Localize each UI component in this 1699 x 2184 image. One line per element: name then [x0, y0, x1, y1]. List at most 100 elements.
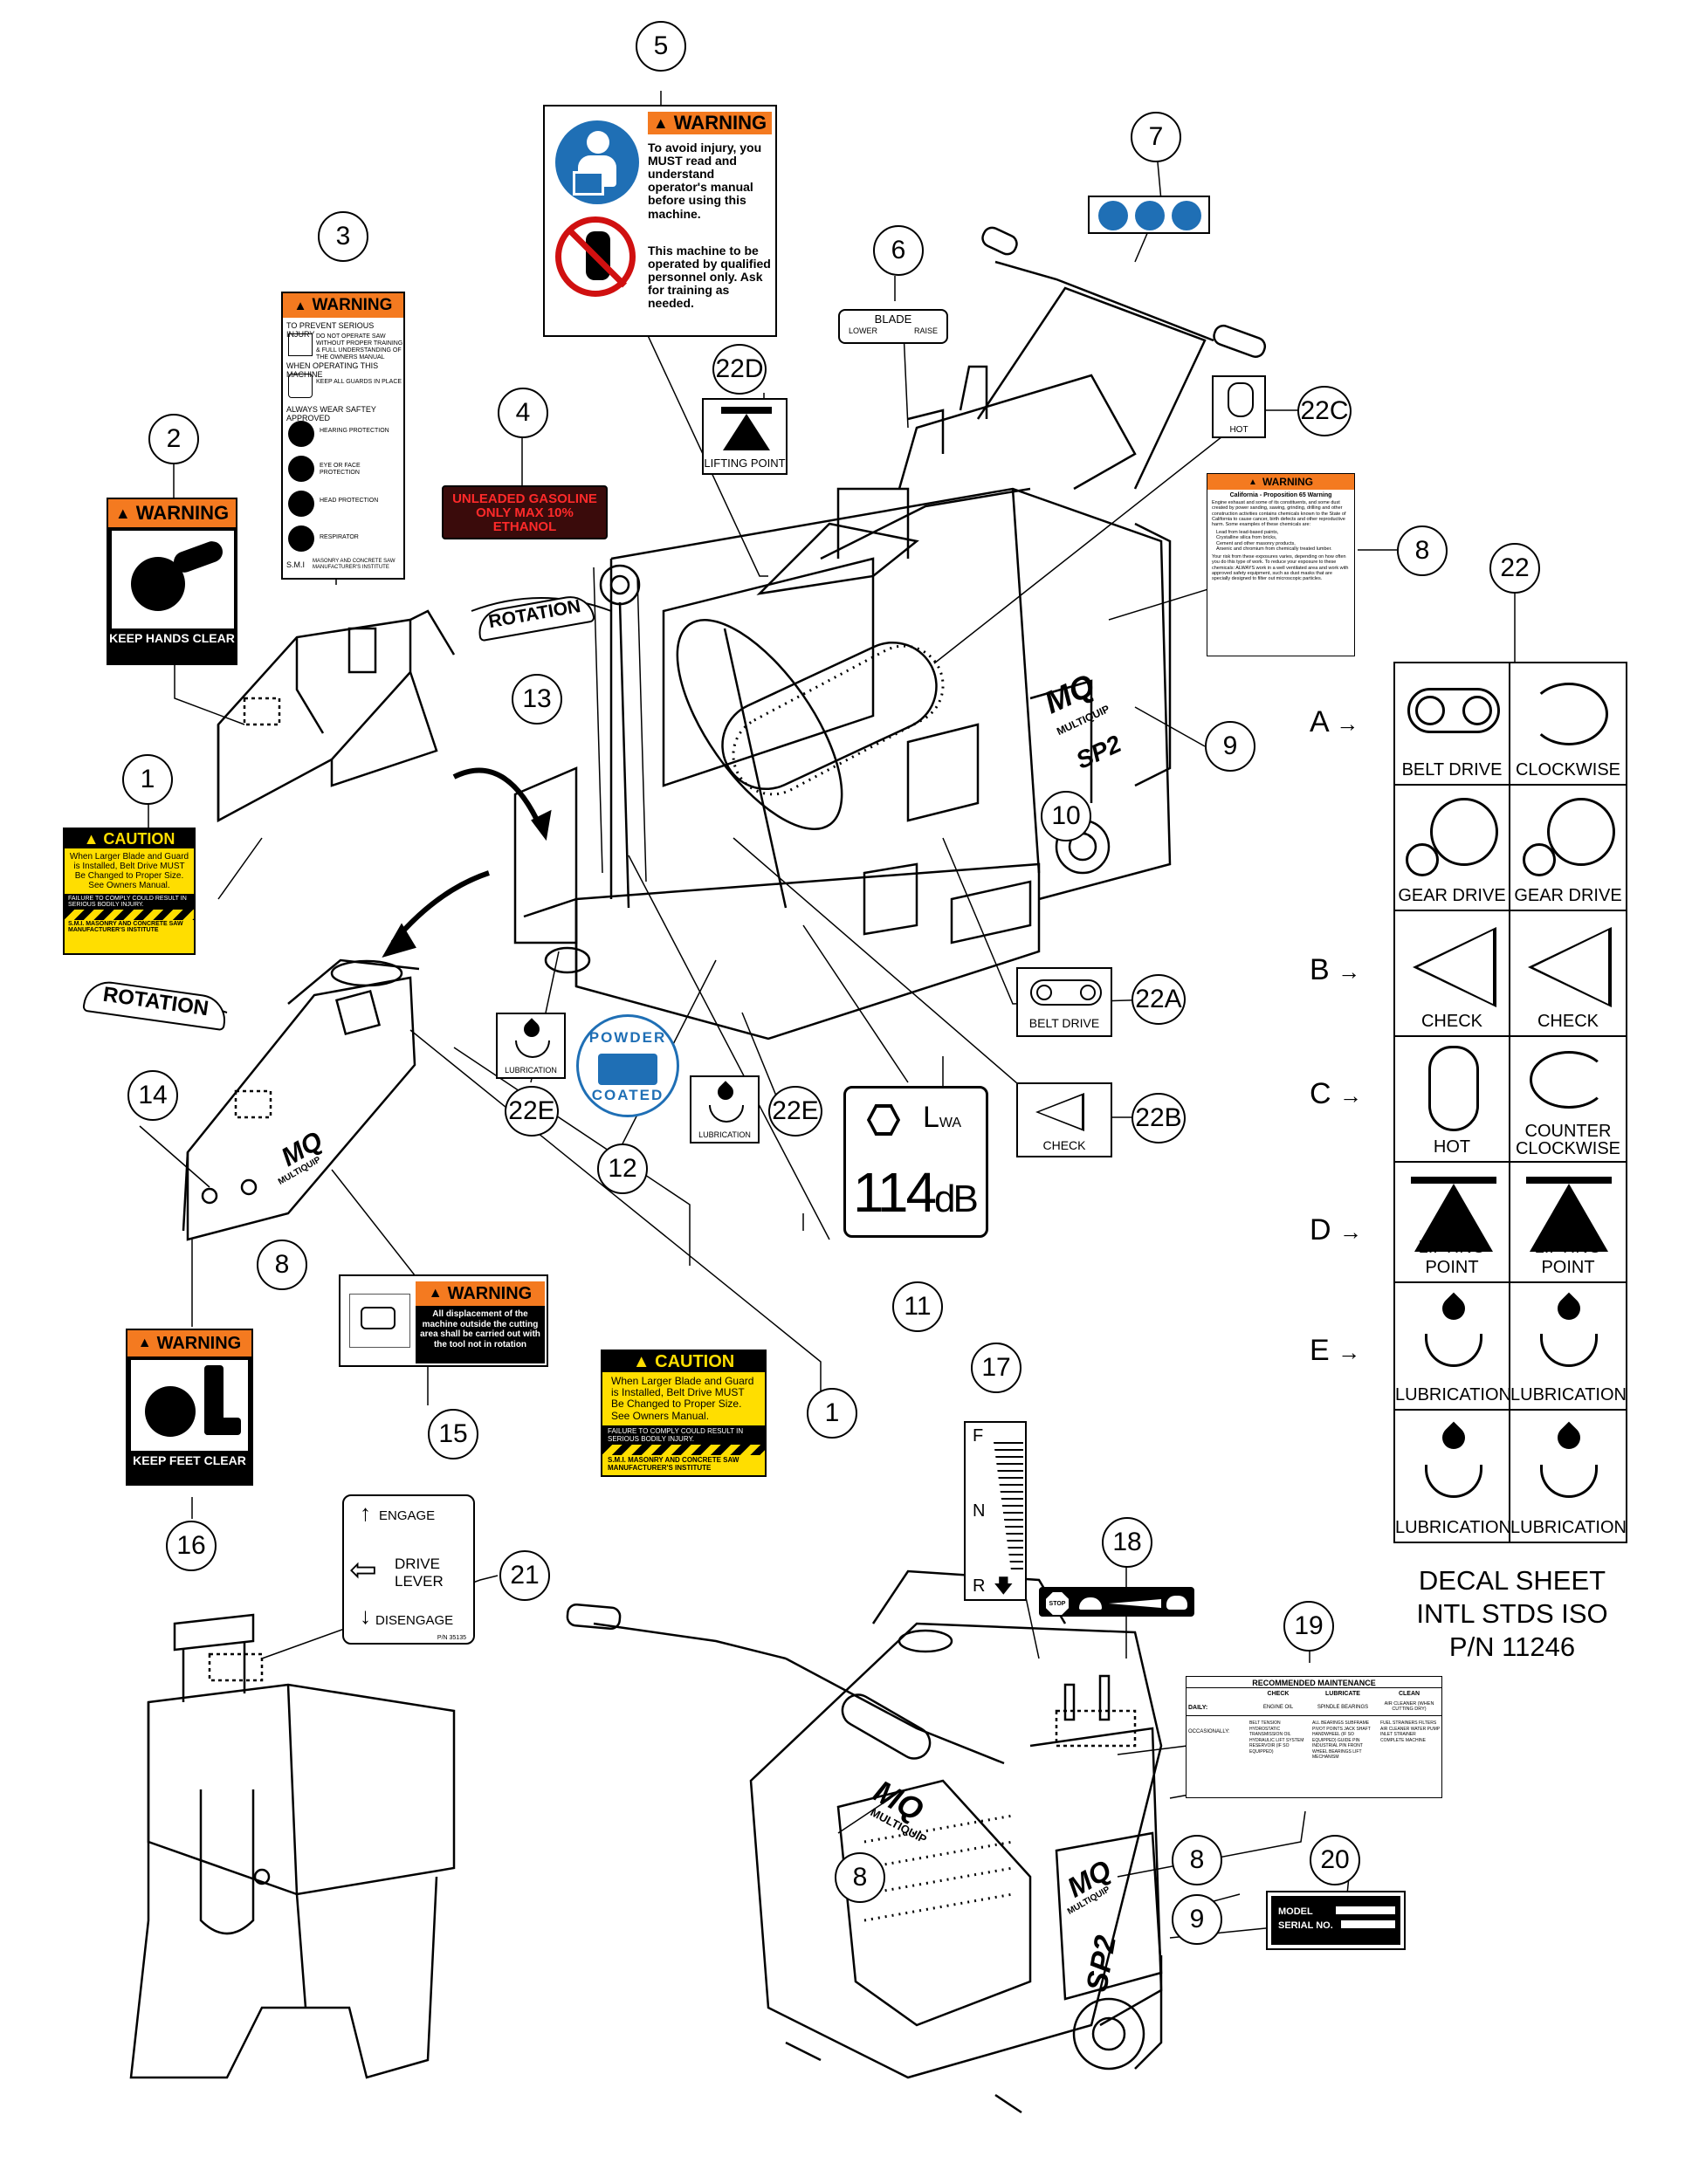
lubrication-label: LUBRICATION	[505, 1066, 557, 1075]
callout-1-upper: 1	[122, 754, 173, 805]
row-key-b: B →	[1310, 953, 1361, 986]
lubrication-label: LUBRICATION	[698, 1130, 751, 1139]
funnel-icon	[515, 1040, 550, 1058]
warning-qualified-text: This machine to be operated by qualified…	[648, 244, 771, 311]
sheet-cell-counter-clockwise: COUNTER CLOCKWISE	[1509, 1035, 1627, 1163]
caution-header: ▲ CAUTION	[602, 1351, 765, 1372]
callout-22c: 22C	[1297, 386, 1352, 436]
warning-triangle-icon: ▲	[293, 298, 307, 313]
lwa-symbol: LWA	[923, 1101, 962, 1134]
maintenance-lub-occ: ALL BEARINGS SUBFRAME PIVOT POINTS JACK …	[1312, 1720, 1371, 1760]
callout-14: 14	[127, 1070, 178, 1121]
sheet-cell-lubrication-1: LUBRICATION	[1393, 1281, 1511, 1411]
funnel-icon	[1425, 1334, 1482, 1367]
prop65-bullet-3: Cement and other masonry products,	[1216, 540, 1296, 546]
callout-3: 3	[318, 211, 368, 262]
foot-protection-icon	[1135, 201, 1165, 230]
callout-5: 5	[636, 21, 686, 72]
decal-caution-belt-drive-upper: ▲ CAUTION When Larger Blade and Guard is…	[63, 828, 196, 955]
lifting-point-label: LIFTING POINT	[704, 457, 786, 470]
maintenance-clean-occ: FUEL STRAINERS FILTERS AIR CLEANER WATER…	[1380, 1720, 1440, 1743]
oil-drop-icon	[1552, 1421, 1586, 1454]
callout-15: 15	[428, 1409, 478, 1459]
decal-check: CHECK	[1016, 1082, 1112, 1157]
warning-triangle-icon: ▲	[652, 113, 669, 132]
sheet-cell-belt-drive: BELT DRIVE	[1393, 662, 1510, 786]
decal-lubrication-right: LUBRICATION	[690, 1075, 760, 1144]
decal-prop65-warning: ▲ WARNING California - Proposition 65 Wa…	[1207, 473, 1355, 656]
noise-value: 114dB	[853, 1161, 979, 1224]
ppe-hearing: HEARING PROTECTION	[320, 428, 389, 434]
decal-speed: STOP	[1039, 1587, 1194, 1617]
maintenance-occasionally: OCCASIONALLY:	[1188, 1729, 1230, 1734]
callout-13: 13	[512, 674, 562, 725]
lifting-point-icon	[1411, 1177, 1496, 1184]
funnel-icon	[709, 1105, 744, 1123]
sheet-cell-lifting-point-1: LIFTING POINT	[1393, 1161, 1510, 1283]
callout-22b: 22B	[1132, 1093, 1186, 1144]
frame-drawing	[129, 1613, 456, 2079]
maintenance-check-daily: ENGINE OIL	[1262, 1705, 1294, 1710]
main-saw-drawing	[513, 226, 1267, 1040]
eye-protection-icon	[288, 456, 314, 482]
decal-lubrication-left: LUBRICATION	[496, 1013, 566, 1079]
injury-line3: ALWAYS WEAR SAFTEY APPROVED	[286, 405, 376, 423]
arrow-left-icon: ⇦	[349, 1552, 377, 1589]
label-counter-clockwise: COUNTER CLOCKWISE	[1515, 1122, 1621, 1158]
lower-guard-drawing	[182, 958, 420, 1241]
callout-17: 17	[971, 1343, 1021, 1393]
warning-triangle-icon: ▲	[114, 504, 131, 522]
lifting-point-icon	[1526, 1177, 1612, 1184]
prop65-title: California - Proposition 65 Warning	[1229, 492, 1332, 498]
fuel-scale	[994, 1442, 1023, 1573]
serial-label: SERIAL NO.	[1278, 1920, 1333, 1931]
callout-8-rear: 8	[835, 1852, 885, 1903]
arrow-right-icon: →	[1339, 1219, 1363, 1245]
gear-drive-icon	[1547, 798, 1615, 866]
warning-manual-text: To avoid injury, you MUST read and under…	[648, 141, 762, 221]
belt-drive-icon	[1407, 688, 1500, 733]
decal-sheet-title: DECAL SHEET INTL STDS ISO P/N 11246	[1416, 1565, 1608, 1662]
speed-wedge-icon	[1109, 1599, 1161, 1608]
callout-22a: 22A	[1132, 974, 1186, 1025]
keep-hands-clear-text: KEEP HANDS CLEAR	[109, 631, 235, 645]
warning-triangle-icon: ▲	[137, 1336, 152, 1350]
funnel-icon	[1425, 1465, 1482, 1498]
callout-8-right: 8	[1397, 525, 1448, 576]
label-lifting-point-1: LIFTING POINT	[1418, 1238, 1486, 1277]
ppe-head: HEAD PROTECTION	[320, 498, 379, 504]
label-hot: HOT	[1433, 1137, 1471, 1157]
counter-clockwise-arrow-icon	[1530, 1051, 1608, 1109]
glove-protection-icon	[1172, 201, 1201, 230]
clockwise-arrow-icon	[1530, 683, 1608, 745]
caution-triangle-icon: ▲	[632, 1352, 650, 1371]
label-lubrication-3: LUBRICATION	[1395, 1518, 1511, 1537]
caution-text: When Larger Blade and Guard is Installed…	[69, 852, 189, 890]
hexagon-icon	[867, 1104, 900, 1136]
model-label: MODEL	[1278, 1906, 1313, 1917]
oil-drop-icon	[1437, 1292, 1470, 1325]
injury-item1: DO NOT OPERATE SAW WITHOUT PROPER TRAINI…	[316, 333, 403, 361]
decal-blade-lower-raise: BLADE LOWER RAISE	[838, 309, 948, 344]
maintenance-col-clean: CLEAN	[1398, 1691, 1420, 1697]
rabbit-icon	[1166, 1596, 1187, 1610]
row-key-d: D →	[1310, 1213, 1363, 1247]
sheet-cell-gear-drive-1: GEAR DRIVE	[1393, 784, 1510, 911]
decal-warning-keep-feet-clear: ▲ WARNING KEEP FEET CLEAR	[126, 1329, 253, 1486]
arrow-down-icon: 🡇	[994, 1575, 1014, 1597]
machine-displacement-icon	[349, 1294, 410, 1348]
callout-11: 11	[892, 1281, 943, 1332]
fuel-r: R	[973, 1576, 986, 1596]
decal-warning-read-manual: ▲ WARNING To avoid injury, you MUST read…	[543, 105, 777, 337]
decal-recommended-maintenance: RECOMMENDED MAINTENANCE CHECK LUBRICATE …	[1186, 1676, 1442, 1798]
decal-ppe-icons	[1088, 196, 1210, 234]
warning-header: ▲ WARNING	[1207, 474, 1354, 490]
callout-9-upper: 9	[1205, 721, 1255, 772]
callout-21: 21	[499, 1550, 550, 1601]
label-lubrication-1: LUBRICATION	[1395, 1385, 1511, 1404]
blade-hand-icon	[112, 531, 234, 628]
ppe-eye: EYE OR FACE PROTECTION	[320, 463, 361, 477]
decal-model-serial: MODEL SERIAL NO.	[1266, 1891, 1406, 1950]
callout-1-lower: 1	[807, 1388, 857, 1439]
